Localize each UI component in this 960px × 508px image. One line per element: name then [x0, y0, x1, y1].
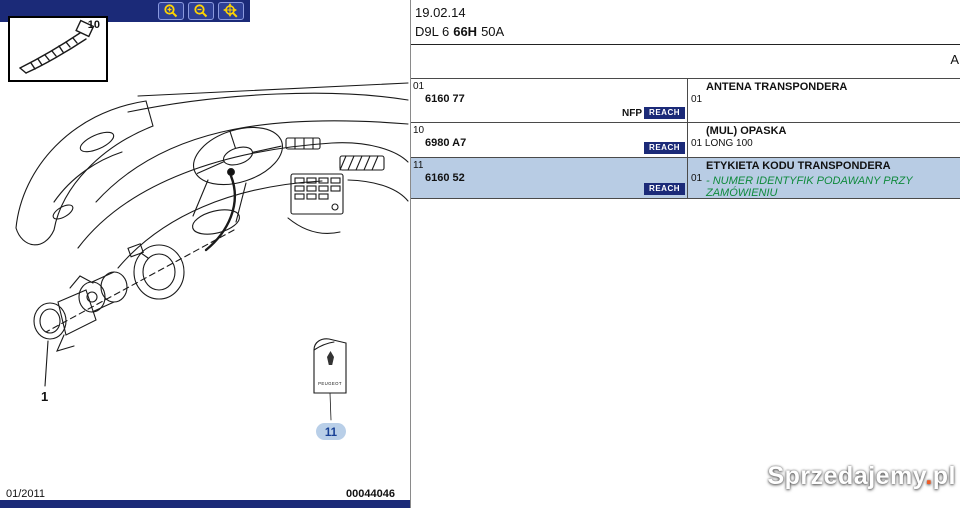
exploded-parts-diagram: 1 PEUGEOT 11	[15, 82, 409, 440]
diagram-date: 01/2011	[6, 488, 45, 500]
booklet-label: PEUGEOT	[318, 381, 342, 386]
parts-row-11-selected[interactable]: 11 6160 52 REACH ETYKIETA KODU TRANSPOND…	[411, 157, 960, 199]
row-ref: 11	[413, 160, 424, 171]
part-qty-note: LONG 100	[704, 138, 753, 149]
description-cell: ANTENA TRANSPONDERA 01	[687, 79, 960, 122]
transponder-ring-part	[127, 243, 185, 300]
callout-1-label[interactable]: 1	[41, 389, 48, 404]
reach-badge[interactable]: REACH	[644, 183, 685, 195]
lock-housing-part	[33, 275, 97, 352]
center-console	[285, 137, 409, 235]
badge-area: NFP REACH	[411, 107, 685, 119]
part-qty-line: 01 LONG 100	[691, 138, 753, 149]
part-number[interactable]: 6160 52	[425, 172, 465, 184]
part-number[interactable]: 6160 77	[425, 93, 465, 105]
inset-detail-box: 10	[8, 16, 108, 82]
zoom-out-button[interactable]	[188, 2, 214, 20]
reach-badge[interactable]: REACH	[644, 107, 685, 119]
description-cell: ETYKIETA KODU TRANSPONDERA - NUMER IDENT…	[687, 158, 960, 199]
part-number[interactable]: 6980 A7	[425, 137, 467, 149]
vehicle-code-main: 66H	[453, 24, 478, 39]
steering-wheel	[192, 126, 284, 235]
zoom-fit-button[interactable]	[218, 2, 244, 20]
ignition-location	[204, 168, 236, 252]
callout-11-label[interactable]: 11	[325, 427, 338, 439]
diagram-number: 00044046	[346, 488, 395, 500]
zoom-in-button[interactable]	[158, 2, 184, 20]
car-interior-lines	[77, 82, 409, 269]
assembly-axis	[45, 229, 235, 333]
callout-11: 11	[316, 423, 346, 440]
part-note: - NUMER IDENTYFIK PODAWANY PRZY ZAMÓWIEN…	[706, 175, 913, 199]
vehicle-code-prefix: D9L 6	[415, 24, 450, 39]
badge-area: REACH	[411, 183, 685, 195]
door-panel	[15, 100, 154, 246]
corner-marker: A	[950, 52, 959, 67]
callout-1: 1	[41, 340, 49, 404]
part-qty: 01	[691, 138, 703, 149]
inset-callout-10[interactable]: 10	[87, 19, 100, 31]
part-description: ETYKIETA KODU TRANSPONDERA	[706, 160, 891, 172]
parts-row-10[interactable]: 10 6980 A7 REACH (MUL) OPASKA 01 LONG 10…	[411, 122, 960, 157]
part-description: ANTENA TRANSPONDERA	[706, 81, 848, 93]
catalog-date: 19.02.14	[415, 5, 466, 20]
part-description: (MUL) OPASKA	[706, 125, 787, 137]
part-qty: 01	[691, 94, 703, 105]
watermark-suffix: pl	[932, 462, 956, 490]
header-divider	[411, 44, 960, 45]
watermark-brand: Sprzedajemy	[767, 462, 926, 490]
nfp-flag: NFP	[622, 107, 643, 119]
parts-row-01[interactable]: 01 6160 77 NFP REACH ANTENA TRANSPONDERA…	[411, 78, 960, 122]
peugeot-crest-icon	[327, 351, 334, 365]
zoom-fit-icon	[223, 3, 238, 18]
reach-badge[interactable]: REACH	[644, 142, 685, 154]
zoom-in-icon	[164, 4, 178, 18]
peugeot-booklet: PEUGEOT	[313, 338, 347, 421]
zoom-out-icon	[194, 4, 208, 18]
row-ref: 01	[413, 81, 425, 92]
row-ref: 10	[413, 125, 425, 136]
description-cell: (MUL) OPASKA 01 LONG 100	[687, 123, 960, 157]
cable-tie-drawing	[19, 19, 95, 74]
part-qty: 01	[691, 173, 703, 184]
watermark-sprzedajemy: Sprzedajemy.pl	[767, 462, 956, 491]
watermark-dot: .	[925, 462, 933, 490]
zoom-toolbar	[158, 2, 244, 20]
vehicle-code-suffix: 50A	[481, 24, 505, 39]
badge-area: REACH	[411, 142, 685, 154]
